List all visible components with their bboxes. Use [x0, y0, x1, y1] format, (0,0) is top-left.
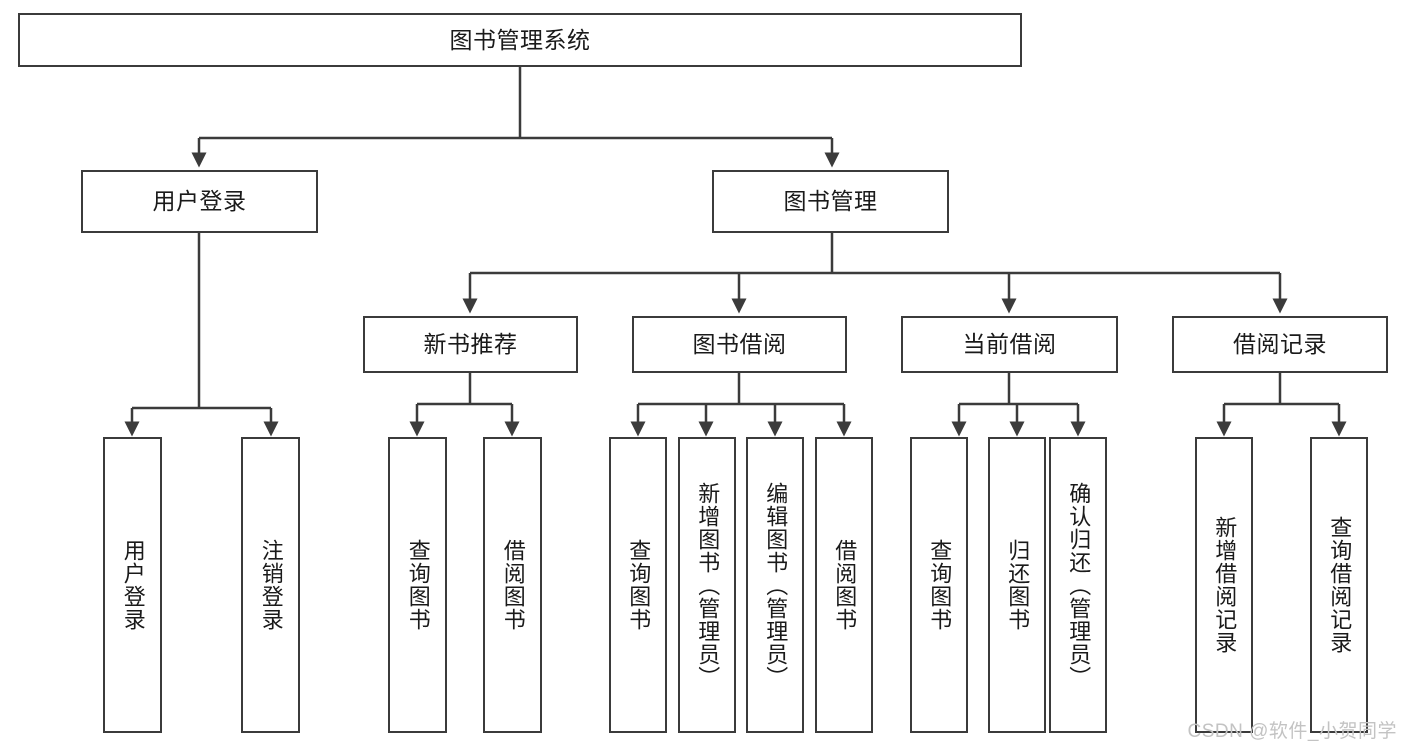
node-leaf-edit-book-label: 编辑图书（管理员） — [763, 481, 789, 689]
node-leaf-query-book-2[interactable]: 查询图书 — [609, 437, 667, 733]
node-leaf-logout-login-label: 注销登录 — [258, 539, 284, 631]
node-book-borrow-label: 图书借阅 — [692, 331, 787, 358]
node-new-book-rec-label: 新书推荐 — [423, 331, 518, 358]
node-root[interactable]: 图书管理系统 — [18, 13, 1022, 67]
node-leaf-add-record[interactable]: 新增借阅记录 — [1195, 437, 1253, 733]
node-leaf-query-book-1[interactable]: 查询图书 — [388, 437, 447, 733]
node-book-borrow[interactable]: 图书借阅 — [632, 316, 847, 373]
node-leaf-return-book-label: 归还图书 — [1005, 539, 1031, 631]
node-leaf-edit-book[interactable]: 编辑图书（管理员） — [746, 437, 804, 733]
node-borrow-record[interactable]: 借阅记录 — [1172, 316, 1388, 373]
node-leaf-user-login[interactable]: 用户登录 — [103, 437, 162, 733]
node-leaf-add-book-label: 新增图书（管理员） — [695, 481, 721, 689]
node-user-login-label: 用户登录 — [152, 188, 247, 215]
csdn-watermark: CSDN @软件_小贺同学 — [1187, 721, 1397, 742]
node-leaf-query-book-3[interactable]: 查询图书 — [910, 437, 968, 733]
node-leaf-add-book[interactable]: 新增图书（管理员） — [678, 437, 736, 733]
node-new-book-rec[interactable]: 新书推荐 — [363, 316, 578, 373]
node-leaf-query-record-label: 查询借阅记录 — [1327, 516, 1353, 654]
node-leaf-borrow-book-1[interactable]: 借阅图书 — [483, 437, 542, 733]
node-leaf-borrow-book-2[interactable]: 借阅图书 — [815, 437, 873, 733]
node-leaf-user-login-label: 用户登录 — [120, 539, 146, 631]
node-current-borrow[interactable]: 当前借阅 — [901, 316, 1118, 373]
node-borrow-record-label: 借阅记录 — [1233, 331, 1327, 358]
node-leaf-query-book-1-label: 查询图书 — [405, 539, 431, 631]
node-leaf-query-book-2-label: 查询图书 — [626, 539, 652, 631]
node-leaf-query-book-3-label: 查询图书 — [927, 539, 953, 631]
node-user-login[interactable]: 用户登录 — [81, 170, 318, 233]
node-leaf-add-record-label: 新增借阅记录 — [1212, 516, 1238, 654]
node-leaf-query-record[interactable]: 查询借阅记录 — [1310, 437, 1368, 733]
node-leaf-confirm-return[interactable]: 确认归还（管理员） — [1049, 437, 1107, 733]
node-leaf-borrow-book-1-label: 借阅图书 — [500, 539, 526, 631]
node-book-manage[interactable]: 图书管理 — [712, 170, 949, 233]
node-current-borrow-label: 当前借阅 — [962, 331, 1057, 358]
node-leaf-confirm-return-label: 确认归还（管理员） — [1066, 481, 1092, 689]
node-root-label: 图书管理系统 — [449, 26, 591, 53]
node-leaf-logout-login[interactable]: 注销登录 — [241, 437, 300, 733]
node-book-manage-label: 图书管理 — [783, 188, 878, 215]
node-leaf-return-book[interactable]: 归还图书 — [988, 437, 1046, 733]
node-leaf-borrow-book-2-label: 借阅图书 — [832, 539, 858, 631]
